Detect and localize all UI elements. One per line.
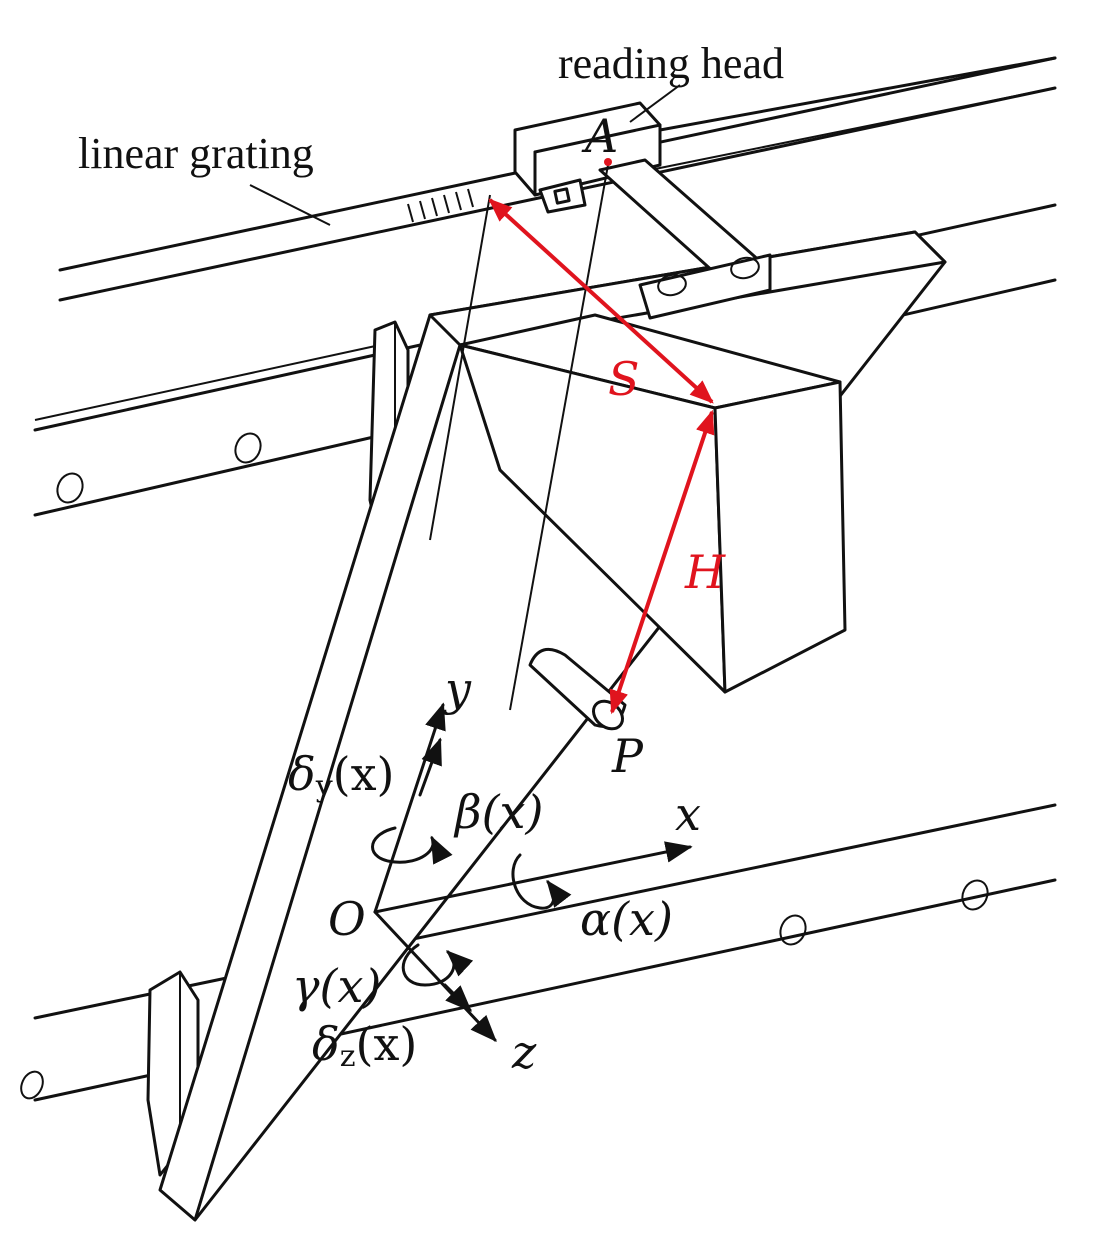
- origin-O-label: O: [328, 892, 366, 946]
- H-label: H: [684, 545, 726, 599]
- delta-z-arrow: [443, 983, 472, 1012]
- delta-y-arrow: [418, 737, 442, 797]
- rail-hole: [779, 914, 807, 946]
- linear-grating-leader: [249, 184, 331, 226]
- reference-line: [429, 194, 491, 541]
- coordinate-axes: [373, 702, 693, 1042]
- rail-hole: [20, 1070, 44, 1100]
- x-axis-arrow: [373, 841, 693, 914]
- alpha-label: α(x): [580, 892, 673, 946]
- rail-hole: [56, 472, 84, 504]
- delta-z-label: δz(x): [312, 1017, 417, 1074]
- delta-y-label: δy(x): [288, 747, 395, 804]
- z-axis-arrow: [373, 910, 497, 1042]
- rotation-gamma-arrow: [401, 943, 474, 987]
- dimension-S: [488, 198, 714, 404]
- rotation-beta-arrow: [371, 826, 453, 865]
- reading-head-leader: [629, 84, 681, 123]
- S-label: S: [608, 352, 640, 406]
- linear-grating-label: linear grating: [78, 129, 314, 178]
- dimension-H: [609, 409, 715, 715]
- z-axis-label: z: [511, 1025, 537, 1079]
- reading-head-label: reading head: [558, 39, 784, 88]
- x-axis-label: x: [675, 787, 701, 841]
- grating-scale-marks: [407, 188, 474, 223]
- point-P-label: P: [611, 729, 644, 783]
- y-axis-label: y: [443, 662, 472, 716]
- point-A-marker: [604, 158, 612, 166]
- gamma-label: γ(x): [292, 959, 381, 1013]
- beta-label: β(x): [453, 785, 543, 839]
- rotation-alpha-arrow: [511, 853, 572, 910]
- rail-hole: [961, 879, 989, 911]
- rail-hole: [234, 432, 262, 464]
- point-A-label: A: [581, 109, 618, 163]
